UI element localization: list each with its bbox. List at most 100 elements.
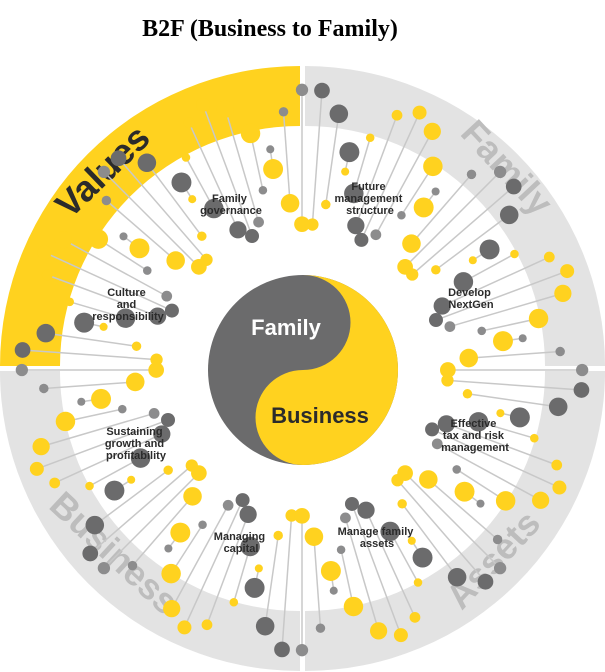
helix-bead: [343, 596, 364, 617]
helix-rung: [89, 464, 193, 555]
helix-bead: [101, 195, 112, 206]
helix-bead: [14, 342, 31, 358]
helix-bead: [479, 239, 500, 260]
helix-bead: [493, 561, 507, 575]
helix-bead: [119, 232, 128, 241]
helix-rung: [45, 332, 137, 347]
helix-bead: [110, 150, 127, 167]
segment-label-future-management-structure: Future management structure: [335, 181, 406, 217]
helix-bead: [85, 481, 94, 491]
helix-rung: [446, 423, 558, 466]
helix-bead: [444, 321, 456, 332]
helix-rung: [468, 350, 561, 359]
helix-bead: [543, 251, 555, 263]
helix-bead: [468, 412, 489, 432]
helix-bead: [397, 259, 413, 275]
ring-quadrant-family: [305, 66, 605, 366]
segment-label-culture-responsibility: Culture and responsibility: [92, 287, 164, 323]
helix-bead: [314, 82, 330, 99]
helix-rung: [355, 114, 398, 226]
helix-bead: [254, 564, 263, 573]
helix-bead: [431, 265, 441, 275]
helix-rung: [436, 443, 541, 501]
helix-bead: [161, 412, 176, 427]
helix-bead: [85, 515, 105, 535]
helix-bead: [37, 245, 52, 260]
helix-bead: [148, 307, 167, 325]
helix-bead: [295, 644, 309, 657]
helix-bead: [164, 544, 173, 553]
helix-rung: [435, 270, 568, 321]
helix-bead: [452, 465, 461, 474]
helix-bead: [493, 331, 513, 352]
helix-bead: [454, 481, 475, 502]
segment-label-develop-nextgen: Develop NextGen: [448, 287, 494, 311]
helix-rung: [171, 504, 229, 609]
helix-bead: [505, 178, 522, 195]
helix-rung: [117, 157, 208, 261]
helix-bead: [49, 477, 61, 489]
helix-bead: [391, 109, 403, 121]
helix-bead: [493, 165, 507, 179]
helix-rung: [447, 379, 582, 391]
helix-bead: [347, 216, 365, 235]
helix-bead: [29, 461, 44, 476]
helix-rung: [224, 108, 260, 223]
helix-bead: [104, 480, 125, 501]
helix-bead: [204, 198, 224, 219]
segment-label-effective-tax-risk-management: Effective tax and risk management: [441, 418, 509, 454]
helix-bead: [370, 229, 382, 241]
helix-rung: [63, 239, 168, 297]
helix-bead: [576, 363, 589, 377]
helix-rung: [131, 495, 194, 567]
helix-bead: [188, 195, 197, 204]
helix-bead: [329, 104, 349, 124]
helix-bead: [423, 122, 441, 140]
helix-bead: [65, 297, 74, 307]
helix-bead: [466, 169, 477, 180]
helix-bead: [294, 216, 310, 233]
helix-rung: [311, 90, 323, 225]
helix-bead: [477, 326, 486, 336]
helix-bead: [273, 530, 283, 541]
helix-rung: [427, 478, 499, 541]
helix-bead: [54, 231, 72, 249]
helix-rung: [40, 412, 155, 448]
helix-rung: [105, 199, 177, 262]
helix-rung: [264, 535, 279, 627]
center-label-business: Business: [271, 403, 369, 428]
helix-bead: [397, 499, 407, 509]
helix-bead: [240, 123, 261, 144]
helix-bead: [315, 623, 326, 633]
helix-bead: [161, 290, 173, 302]
helix-rung: [282, 111, 291, 204]
helix-bead: [15, 363, 28, 377]
helix-bead: [170, 522, 191, 543]
helix-bead: [91, 388, 111, 409]
helix-rung: [183, 499, 244, 628]
helix-rung: [351, 503, 402, 636]
helix-rung: [36, 419, 169, 470]
helix-bead: [143, 266, 152, 275]
helix-bead: [453, 272, 474, 292]
helix-bead: [171, 172, 192, 193]
helix-bead: [336, 545, 346, 554]
helix-bead: [129, 238, 150, 259]
helix-rung: [396, 479, 487, 583]
helix-bead: [425, 422, 440, 437]
helix-bead: [197, 231, 207, 241]
dna-helix: [14, 82, 590, 658]
helix-bead: [409, 611, 421, 623]
helix-bead: [280, 193, 300, 213]
helix-bead: [357, 501, 375, 519]
helix-bead: [329, 586, 338, 595]
helix-bead: [459, 348, 479, 368]
helix-bead: [462, 389, 473, 399]
helix-bead: [41, 269, 53, 281]
helix-bead: [166, 251, 185, 270]
ring-quadrant-values: [0, 66, 300, 366]
helix-bead: [433, 297, 451, 315]
helix-bead: [530, 433, 539, 443]
helix-bead: [393, 628, 408, 643]
